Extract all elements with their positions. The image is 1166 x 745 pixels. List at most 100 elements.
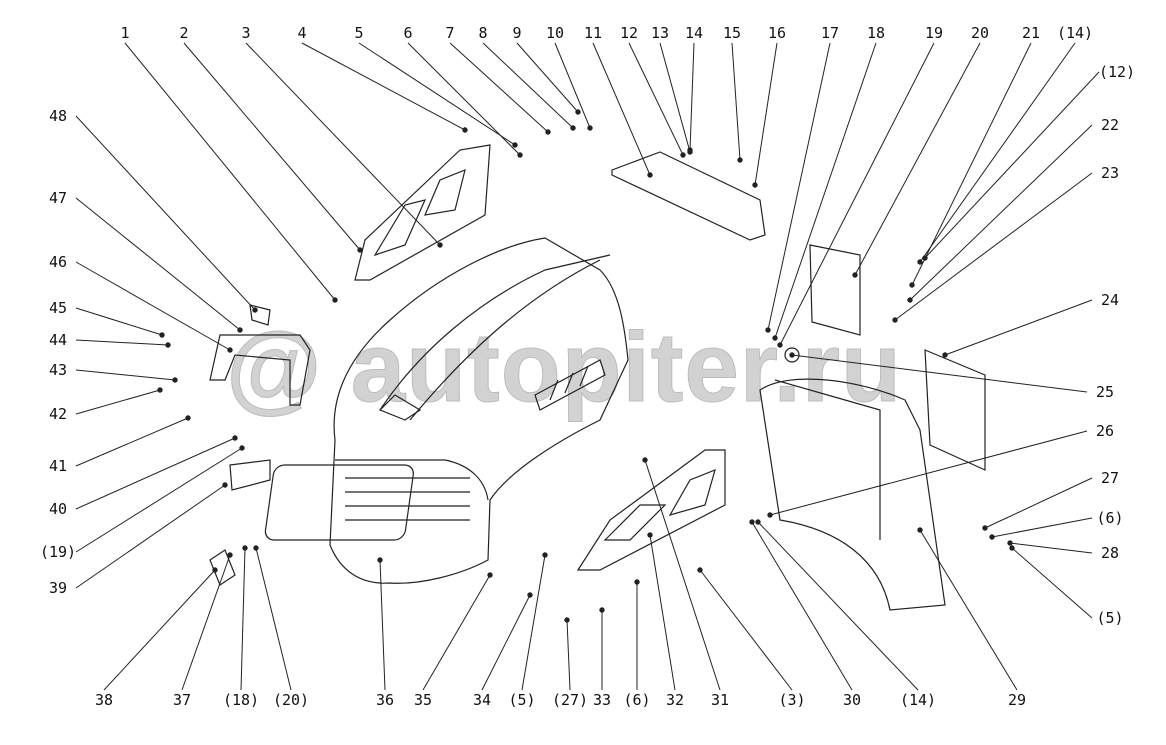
leader-line [245, 42, 441, 246]
callout-label: 1 [120, 24, 130, 42]
callout-label: 29 [1007, 691, 1027, 709]
leader-line [991, 517, 1093, 538]
fastener-mark [242, 545, 248, 551]
fastener-mark [159, 332, 165, 338]
leader-line [516, 42, 579, 113]
leader-line [924, 71, 1100, 259]
callout-label: (18) [222, 691, 260, 709]
leader-line [699, 569, 793, 691]
fastener-mark [165, 342, 171, 348]
leader-line [75, 197, 241, 331]
leader-line [554, 42, 591, 129]
callout-label: 7 [445, 24, 455, 42]
fastener-mark [777, 342, 783, 348]
leader-line [124, 42, 336, 301]
fastener-mark [212, 567, 218, 573]
fastener-mark [377, 557, 383, 563]
leader-line [644, 459, 721, 691]
fastener-mark [907, 297, 913, 303]
leader-line [592, 42, 651, 176]
leader-line [854, 42, 981, 276]
hood-part-36 [329, 237, 629, 584]
leader-line [301, 42, 466, 131]
leader-line [779, 42, 935, 346]
fastener-mark [437, 242, 443, 248]
leader-line [919, 42, 1076, 263]
leader-line [767, 42, 831, 331]
fastener-mark [642, 457, 648, 463]
fastener-mark [749, 519, 755, 525]
fastener-mark [564, 617, 570, 623]
callout-label: (14) [1056, 24, 1094, 42]
callout-label: 16 [767, 24, 787, 42]
callout-label: 13 [650, 24, 670, 42]
fastener-mark [575, 109, 581, 115]
callout-label: (5) [508, 691, 536, 709]
fastener-mark [253, 545, 259, 551]
watermark: @ autopiter.ru [226, 312, 902, 422]
leader-line [422, 574, 491, 691]
leader-line [757, 521, 919, 691]
callout-label: 43 [48, 361, 68, 379]
callout-label: 45 [48, 299, 68, 317]
leader-line [379, 559, 386, 691]
callout-label: 27 [1100, 469, 1120, 487]
callout-label: 44 [48, 331, 68, 349]
fastener-mark [1009, 545, 1015, 551]
fastener-mark [252, 307, 258, 313]
leader-line [944, 299, 1093, 356]
callout-label: (12) [1098, 63, 1136, 81]
callout-label: 19 [924, 24, 944, 42]
leader-line [689, 42, 695, 151]
fastener-mark [512, 142, 518, 148]
side-vent [534, 359, 606, 411]
reflector-38 [209, 549, 236, 586]
leader-line [358, 42, 516, 146]
fastener-mark [487, 572, 493, 578]
leader-line [1009, 542, 1093, 554]
fastener-mark [687, 147, 693, 153]
leader-line [754, 42, 778, 186]
callout-label: (3) [778, 691, 806, 709]
fastener-mark [172, 377, 178, 383]
fastener-mark [752, 182, 758, 188]
fastener-mark [232, 435, 238, 441]
leader-line [731, 42, 741, 161]
leader-line [769, 430, 1088, 516]
callout-label: 2 [179, 24, 189, 42]
leader-line [628, 42, 684, 156]
fastener-mark [647, 532, 653, 538]
leader-line [659, 42, 691, 153]
callout-label: 9 [512, 24, 522, 42]
callout-label: 48 [48, 107, 68, 125]
leader-line [791, 354, 1088, 393]
leader-line [183, 42, 361, 251]
fastener-mark [545, 129, 551, 135]
leader-line [774, 42, 877, 339]
rod-39 [229, 459, 271, 491]
fastener-mark [755, 519, 761, 525]
callout-label: 5 [354, 24, 364, 42]
plate-24 [924, 349, 986, 471]
callout-label: (6) [1096, 509, 1124, 527]
fastener-mark [680, 152, 686, 158]
leader-line [1011, 547, 1093, 619]
fastener-mark [222, 482, 228, 488]
leader-line [181, 554, 231, 691]
rear-cowl-29 [759, 378, 946, 611]
callout-label: 46 [48, 253, 68, 271]
fastener-mark [570, 125, 576, 131]
leader-line [751, 521, 853, 691]
callout-label: 17 [820, 24, 840, 42]
callout-label: 14 [684, 24, 704, 42]
callout-label: 42 [48, 405, 68, 423]
fastener-mark [767, 512, 773, 518]
leader-line [984, 477, 1093, 529]
callout-label: 35 [413, 691, 433, 709]
callout-label: 25 [1095, 383, 1115, 401]
leader-line [919, 529, 1018, 691]
leader-line [649, 534, 676, 691]
callout-label: 47 [48, 189, 68, 207]
fastener-mark [737, 157, 743, 163]
